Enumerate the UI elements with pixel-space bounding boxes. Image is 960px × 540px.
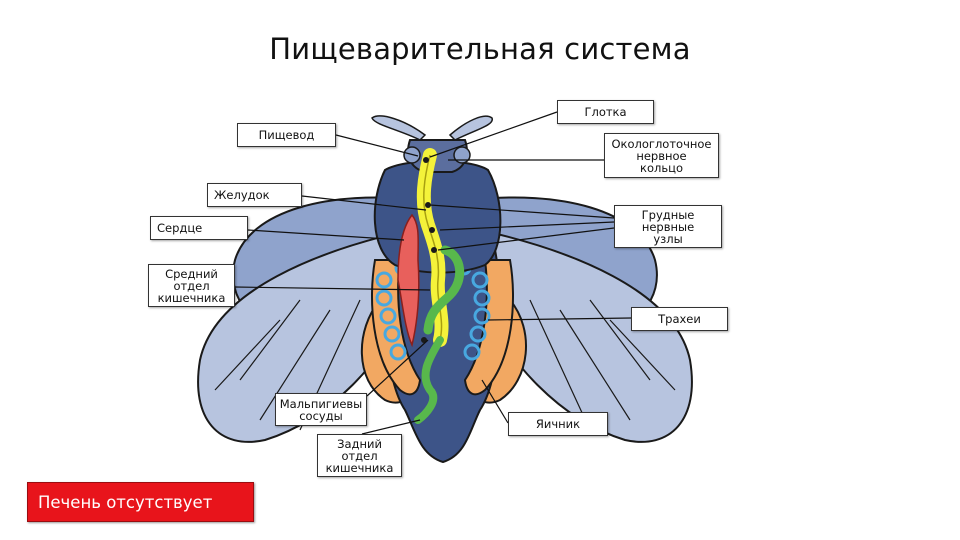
label-hindgut: Задний отдел кишечника — [317, 434, 402, 477]
nerve-nodes — [421, 157, 437, 343]
page-title: Пищеварительная система — [269, 32, 691, 66]
label-ovary: Яичник — [508, 412, 608, 436]
label-midgut: Средний отдел кишечника — [148, 264, 235, 307]
antenna-left — [371, 115, 427, 141]
trachea-tubes — [375, 260, 491, 361]
label-stomach: Желудок — [207, 183, 302, 207]
midgut-green — [423, 245, 465, 335]
label-nerve-ring: Окологлоточное нервное кольцо — [604, 133, 719, 178]
leader-lines — [234, 111, 632, 435]
hindgut-green — [414, 336, 444, 424]
label-thoracic-nerve-nodes: Грудные нервные узлы — [614, 205, 722, 248]
label-malpighian-vessels: Мальпигиевы сосуды — [275, 393, 367, 426]
label-pharynx: Глотка — [557, 100, 654, 124]
label-heart: Сердце — [150, 216, 248, 240]
antenna-right — [448, 115, 493, 141]
liver-absent-note: Печень отсутствует — [27, 482, 254, 522]
label-esophagus: Пищевод — [237, 123, 336, 147]
wing-right — [469, 196, 693, 443]
label-trachea: Трахеи — [631, 307, 728, 331]
heart — [397, 213, 420, 348]
